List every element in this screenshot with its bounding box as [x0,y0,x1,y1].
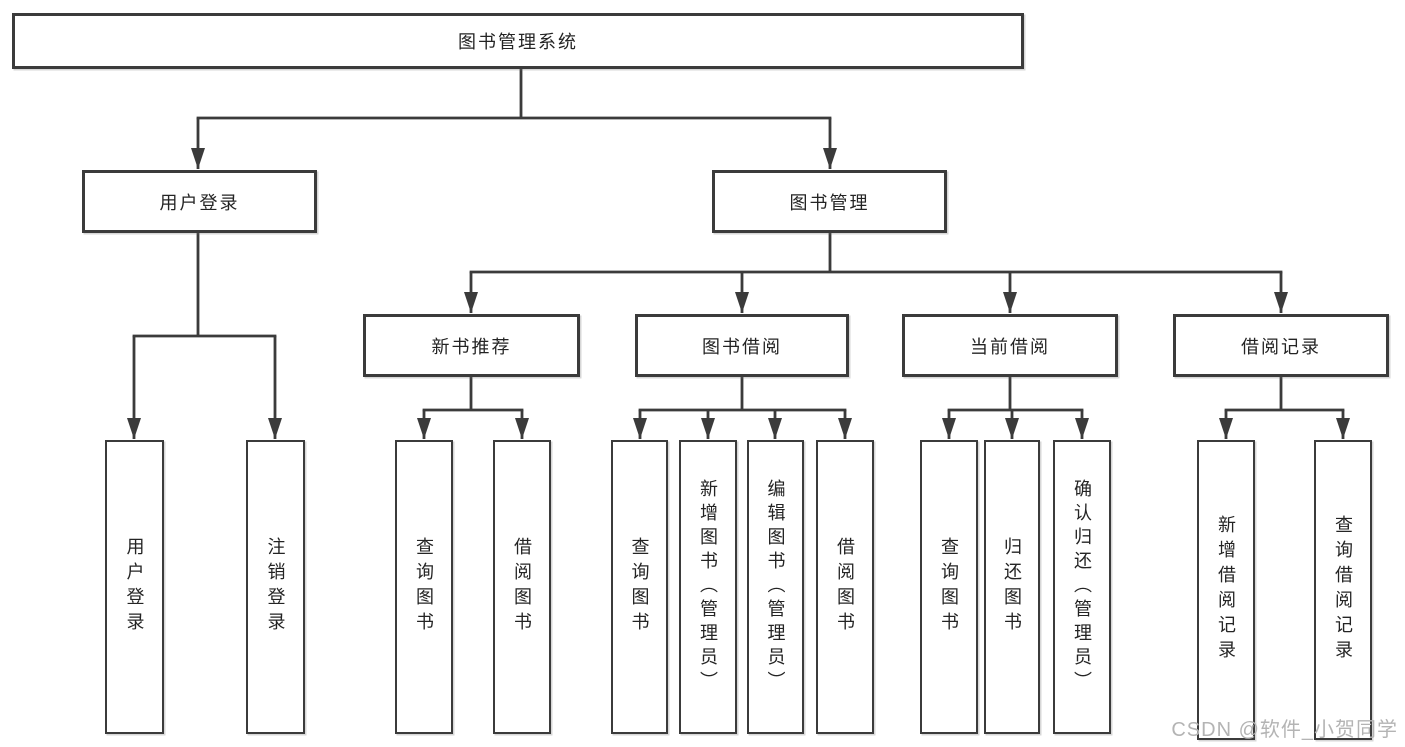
leaf-label: 归还图书 [1002,537,1022,637]
node-new-book-recommendation: 新书推荐 [363,314,580,377]
leaf-user-login: 用户登录 [105,440,164,734]
node-label: 当前借阅 [970,336,1050,357]
leaf-borrow-books: 借阅图书 [816,440,874,734]
leaf-add-borrow-record: 新增借阅记录 [1197,440,1255,740]
leaf-logout-login: 注销登录 [246,440,305,734]
node-user-login: 用户登录 [82,170,317,233]
leaf-label: 查询图书 [414,537,434,637]
node-current-borrowing: 当前借阅 [902,314,1118,377]
leaf-query-borrow-record: 查询借阅记录 [1314,440,1372,740]
node-label: 图书管理系统 [458,32,578,52]
connector-skeleton [132,66,1345,412]
leaf-label: 编辑图书（管理员） [765,479,786,695]
leaf-edit-books-admin: 编辑图书（管理员） [747,440,804,734]
leaf-label: 借阅图书 [512,537,532,637]
leaf-add-books-admin: 新增图书（管理员） [679,440,737,734]
leaf-return-books: 归还图书 [984,440,1040,734]
leaf-label: 用户登录 [124,537,145,637]
node-book-borrowing: 图书借阅 [635,314,849,377]
leaf-label: 查询图书 [939,537,959,637]
node-library-system: 图书管理系统 [12,13,1024,69]
leaf-label: 新增图书（管理员） [698,479,718,695]
leaf-query-books-recommend: 查询图书 [395,440,453,734]
leaf-borrow-books-recommend: 借阅图书 [493,440,551,734]
leaf-label: 确认归还（管理员） [1072,479,1092,695]
leaf-query-books-current: 查询图书 [920,440,978,734]
csdn-watermark: CSDN @软件_小贺同学 [1171,719,1398,741]
node-label: 用户登录 [159,192,240,213]
leaf-query-books-borrow: 查询图书 [611,440,668,734]
leaf-label: 新增借阅记录 [1216,515,1236,665]
node-book-management: 图书管理 [712,170,947,233]
node-label: 借阅记录 [1241,336,1321,357]
node-borrowing-records: 借阅记录 [1173,314,1389,377]
leaf-label: 查询图书 [629,537,650,637]
node-label: 图书借阅 [702,336,782,357]
node-label: 新书推荐 [431,336,512,357]
leaf-label: 借阅图书 [835,537,855,637]
leaf-confirm-return-admin: 确认归还（管理员） [1053,440,1111,734]
node-label: 图书管理 [789,192,870,213]
leaf-label: 查询借阅记录 [1333,515,1353,665]
leaf-label: 注销登录 [265,537,286,637]
